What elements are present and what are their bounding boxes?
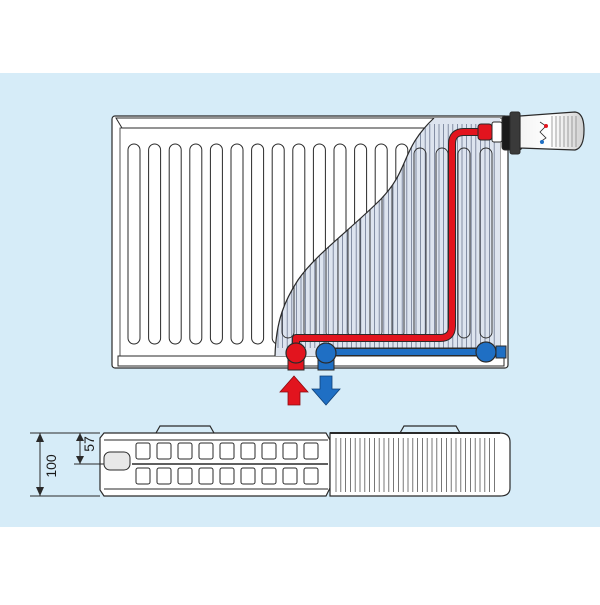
side-channel-bottom	[240, 467, 256, 485]
dim-label-100: 100	[43, 454, 59, 478]
side-channel-bottom	[303, 467, 319, 485]
side-top-bracket-left	[155, 425, 215, 434]
radiator-bottom-strip	[117, 355, 505, 367]
inner-panel-slot	[479, 147, 493, 339]
front-fin	[168, 143, 182, 345]
return-end-cap	[495, 345, 507, 359]
side-channel-bottom	[282, 467, 298, 485]
front-fin	[189, 143, 203, 345]
dim-100-arrow-top	[36, 433, 44, 442]
side-channel-bottom	[156, 467, 172, 485]
thermostat-marker-red	[544, 124, 548, 128]
side-channel-bottom	[198, 467, 214, 485]
thermostatic-head-icon	[519, 111, 585, 151]
side-channel-top	[219, 442, 235, 460]
valve-insert-red	[477, 123, 493, 141]
dim-label-57: 57	[81, 436, 97, 452]
arrow-up-icon	[279, 375, 309, 406]
dim-57-arrow-bottom	[76, 456, 84, 464]
pipes	[285, 128, 507, 371]
valve-nut-detail	[509, 111, 521, 155]
front-fin	[127, 143, 141, 345]
side-right-panel	[329, 432, 511, 497]
supply-connection	[285, 342, 307, 364]
dim-57-arrow-top	[76, 433, 84, 441]
side-channel-top	[261, 442, 277, 460]
thermostatic-valve	[477, 111, 523, 155]
side-channel-top	[282, 442, 298, 460]
side-channel-top	[135, 442, 151, 460]
thermostat-ribs	[551, 116, 577, 147]
cutaway-edge	[274, 117, 435, 357]
side-valve-stub	[103, 451, 131, 471]
thermostat-marker-blue	[540, 140, 544, 144]
return-connection	[315, 342, 337, 364]
front-fin	[251, 143, 265, 345]
side-channel-bottom	[135, 467, 151, 485]
dimension-lines: 100 57	[30, 432, 104, 497]
side-channel-top	[177, 442, 193, 460]
side-channel-top	[198, 442, 214, 460]
arrow-down-icon	[311, 375, 341, 406]
side-top-bracket-right	[399, 425, 461, 434]
side-channel-bottom	[177, 467, 193, 485]
side-fins	[335, 438, 495, 492]
side-channel-top	[303, 442, 319, 460]
side-channels	[104, 439, 328, 490]
supply-pipe-outline	[293, 129, 485, 353]
front-fin	[209, 143, 223, 345]
thermostat-scale	[539, 121, 547, 143]
side-channel-bottom	[261, 467, 277, 485]
inner-panel-slot	[457, 147, 471, 339]
return-pipe-end	[475, 341, 497, 363]
front-fin	[148, 143, 162, 345]
side-channel-bottom	[219, 467, 235, 485]
dim-100-arrow-bottom	[36, 487, 44, 496]
side-channel-top	[156, 442, 172, 460]
radiator-side-view	[99, 425, 511, 497]
side-channel-top	[240, 442, 256, 460]
front-fin	[230, 143, 244, 345]
valve-body	[491, 121, 503, 143]
